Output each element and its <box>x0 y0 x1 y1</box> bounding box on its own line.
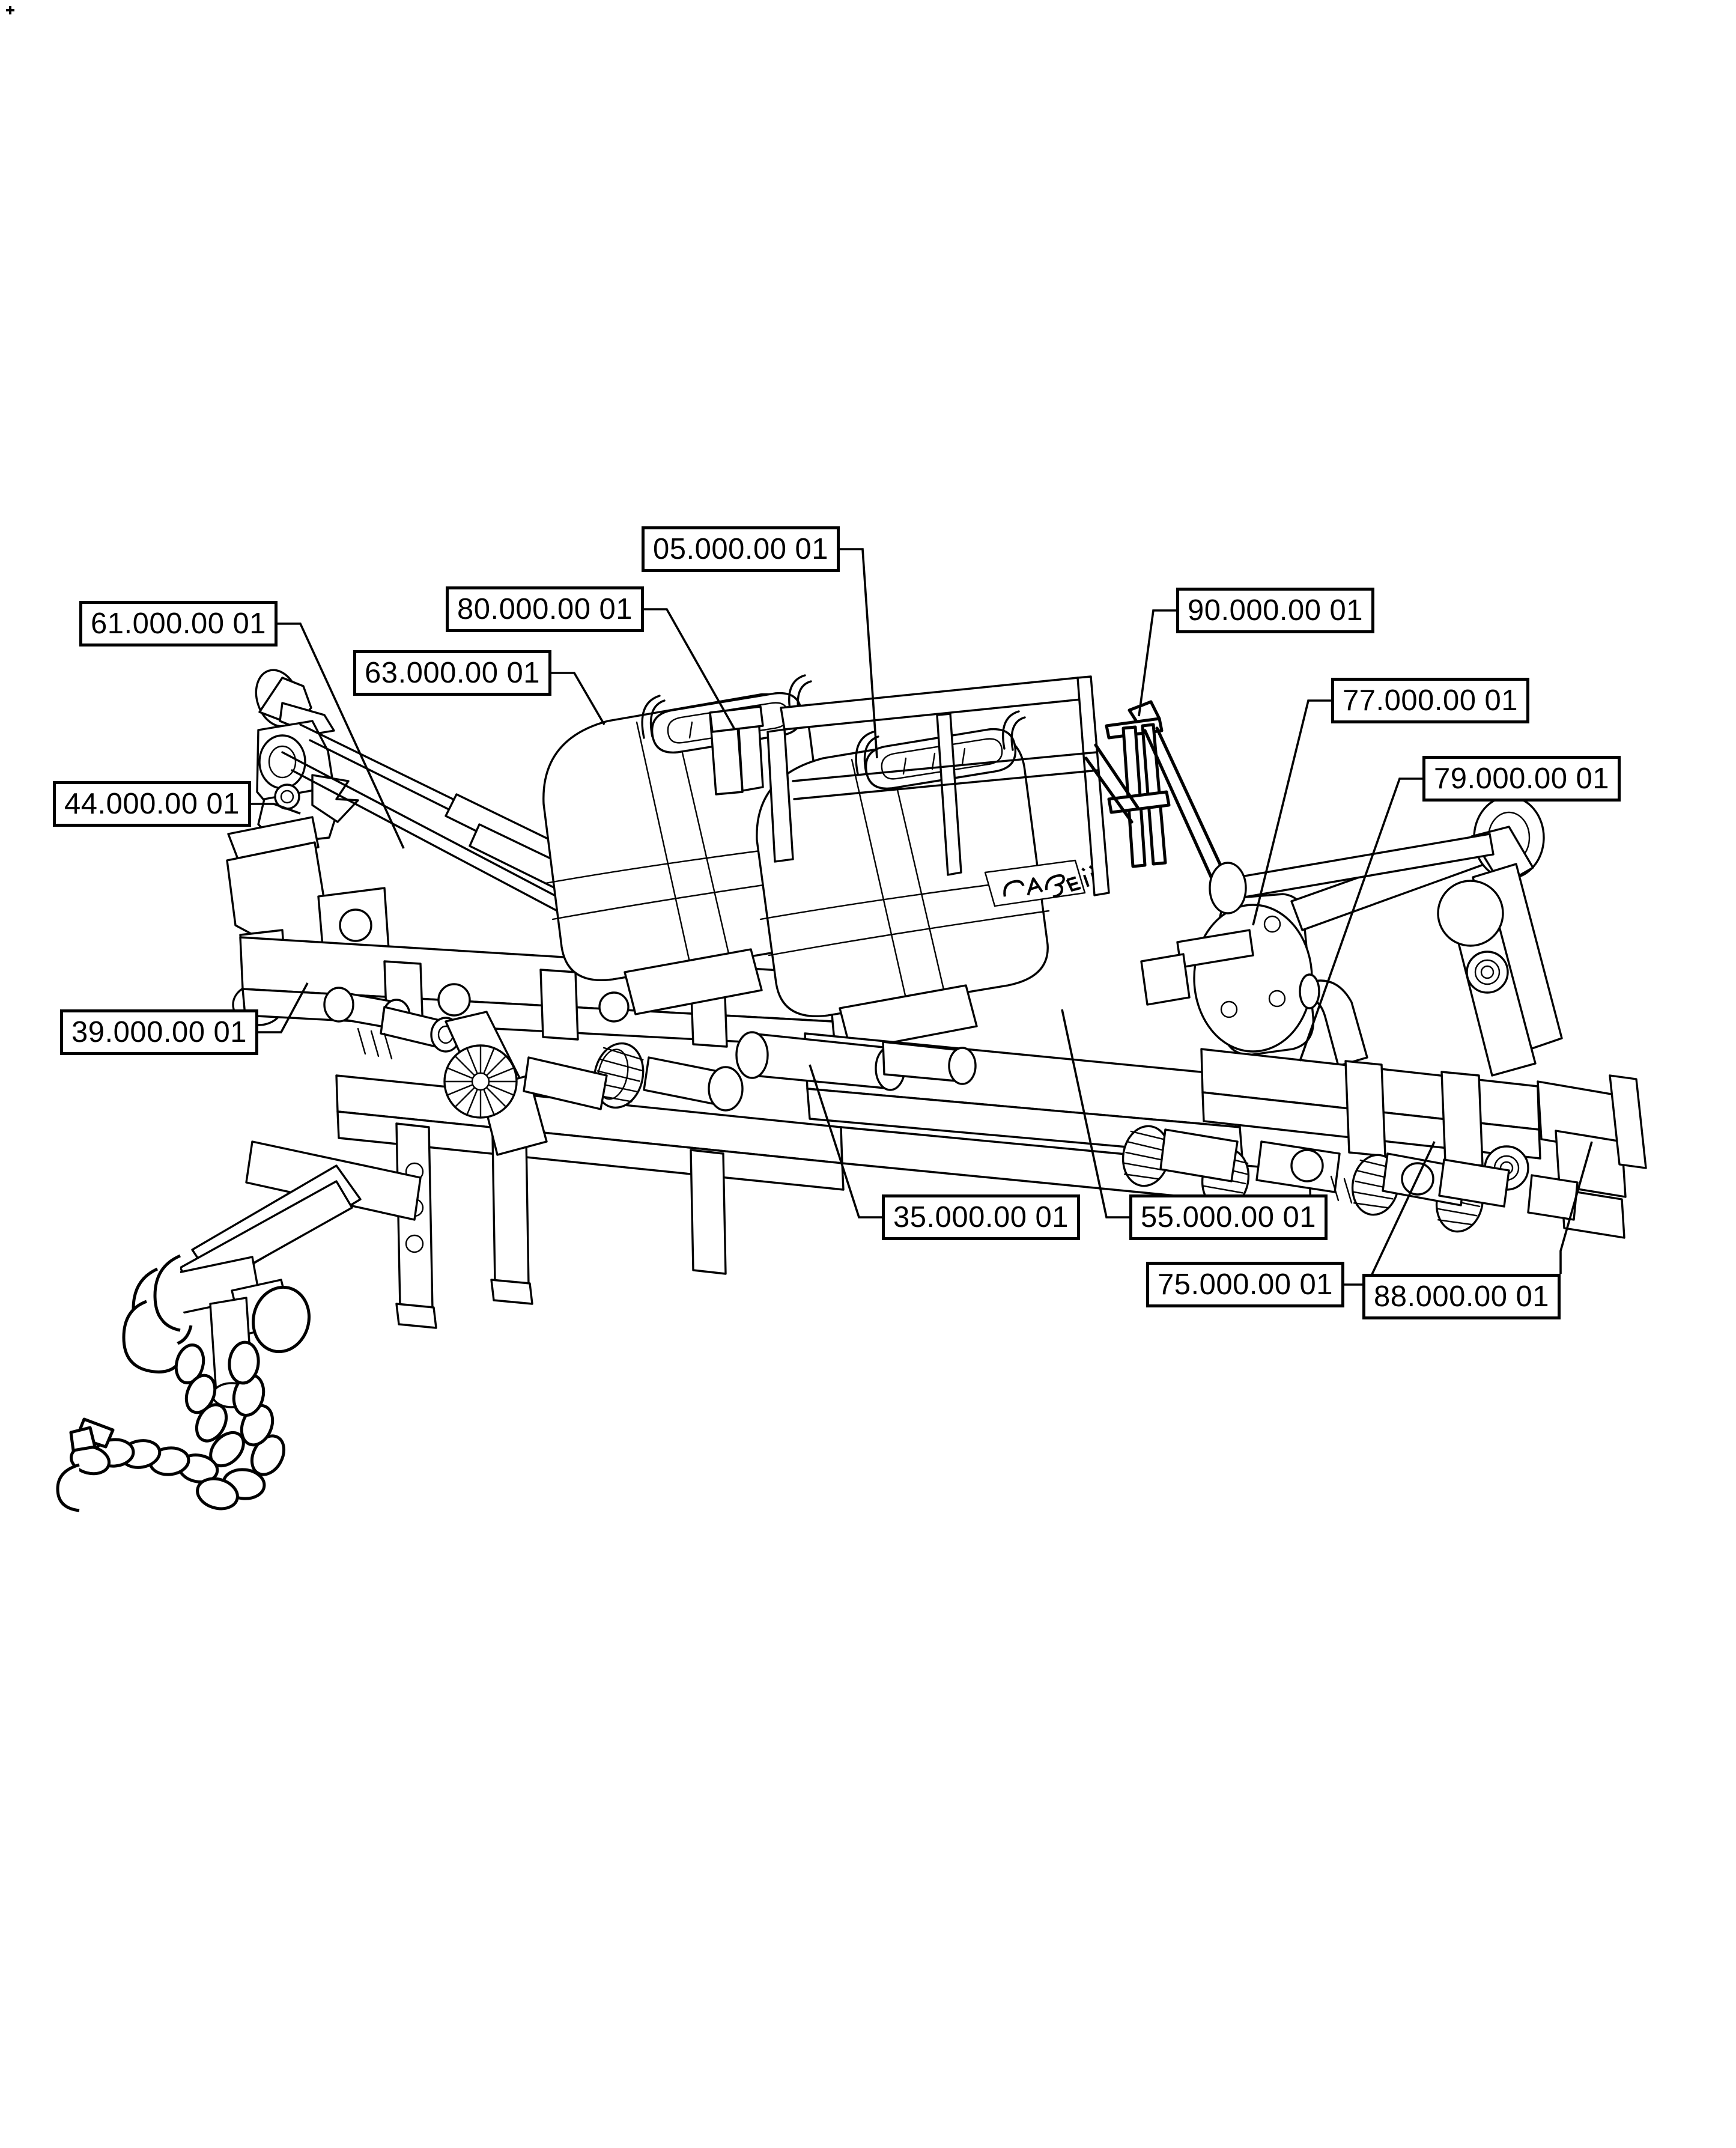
callout-79[interactable]: 79.000.00 01 <box>1422 756 1621 802</box>
seed-tank-rear <box>756 710 1105 1051</box>
callout-35-text: 35.000.00 01 <box>893 1200 1069 1234</box>
callout-44-text: 44.000.00 01 <box>64 787 240 820</box>
callout-05-text: 05.000.00 01 <box>652 532 829 565</box>
callout-88[interactable]: 88.000.00 01 <box>1362 1274 1561 1319</box>
safety-chain <box>56 1340 286 1512</box>
fan-blower <box>1193 893 1368 1067</box>
callout-79-text: 79.000.00 01 <box>1433 762 1610 795</box>
callout-63[interactable]: 63.000.00 01 <box>353 650 551 696</box>
callout-77-text: 77.000.00 01 <box>1342 684 1519 717</box>
callout-77[interactable]: 77.000.00 01 <box>1331 678 1529 723</box>
callout-35[interactable]: 35.000.00 01 <box>882 1194 1080 1240</box>
callout-80[interactable]: 80.000.00 01 <box>446 586 644 632</box>
callout-39[interactable]: 39.000.00 01 <box>60 1009 258 1055</box>
callout-05[interactable]: 05.000.00 01 <box>642 526 840 572</box>
callout-90-text: 90.000.00 01 <box>1187 594 1364 627</box>
hitch-tongue <box>56 1140 422 1512</box>
row-units-left <box>323 987 744 1156</box>
callout-44[interactable]: 44.000.00 01 <box>53 781 251 827</box>
registration-mark <box>6 6 14 14</box>
callout-90[interactable]: 90.000.00 01 <box>1176 588 1374 633</box>
callout-61-text: 61.000.00 01 <box>90 607 267 640</box>
callout-88-text: 88.000.00 01 <box>1373 1280 1550 1313</box>
callout-63-text: 63.000.00 01 <box>364 656 541 689</box>
callout-61[interactable]: 61.000.00 01 <box>79 601 278 647</box>
callout-80-text: 80.000.00 01 <box>457 592 633 625</box>
callout-55-text: 55.000.00 01 <box>1140 1200 1317 1234</box>
callout-55[interactable]: 55.000.00 01 <box>1129 1194 1328 1240</box>
callout-75[interactable]: 75.000.00 01 <box>1146 1262 1344 1307</box>
callout-75-text: 75.000.00 01 <box>1157 1268 1334 1301</box>
callout-39-text: 39.000.00 01 <box>71 1015 247 1048</box>
